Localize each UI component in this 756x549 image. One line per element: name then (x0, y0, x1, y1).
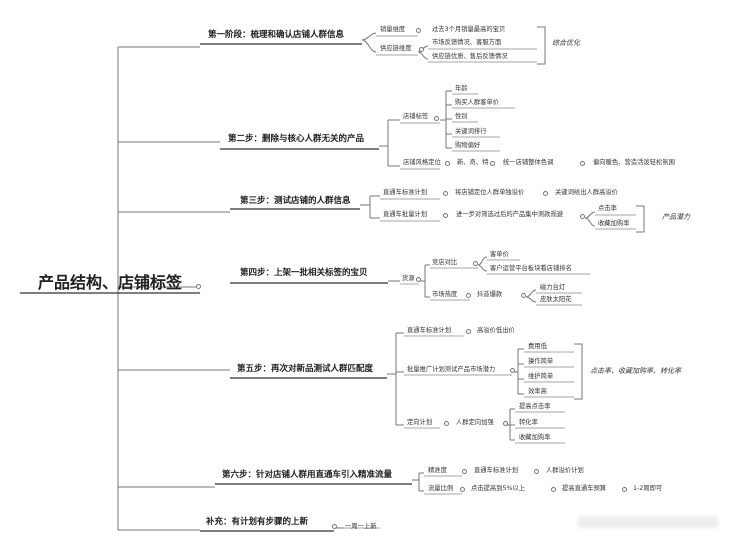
s6-precision: 精准度 (428, 467, 447, 474)
s5-std-desc: 高溢价低出价 (477, 327, 515, 334)
s5-crowd-2: 转化率 (519, 419, 538, 426)
step7-title: 补充：有计划有步骤的上新 (206, 517, 309, 527)
root-collapse-handle[interactable] (196, 284, 201, 289)
s7-weekly: 一周一上新 (345, 523, 377, 530)
s6-std-dot (534, 469, 539, 474)
s3-std-desc-dot (543, 191, 548, 196)
s4-source-toggle[interactable] (416, 277, 421, 282)
s4-source: 货源 (402, 275, 415, 282)
s3-batch-desc: 进一步对筛选过后的产品集中测款规避 (456, 211, 564, 218)
s5-note: 点击率、收藏加购率、转化率 (590, 367, 681, 375)
s4-unit-price: 客单价 (490, 251, 509, 258)
s1-supply-dimension: 供应链维度 (380, 45, 412, 52)
s6-flow-ratio: 流量比例 (428, 485, 454, 492)
step4-title: 第四步：上架一批相关标签的宝贝 (240, 268, 368, 278)
s3-batch-toggle[interactable] (443, 213, 448, 218)
s1-supply-feedback: 供应链优质、售后反馈情况 (432, 53, 508, 60)
s6-flow-dot (460, 487, 465, 492)
s5-target-plan: 定向计划 (407, 419, 433, 426)
step5-title: 第五步：再次对新品测试人群匹配度 (237, 364, 374, 374)
s1-sales-dimension: 销量维度 (380, 26, 406, 33)
s3-std-keyword: 关键词给出人群高溢价 (555, 189, 618, 196)
s2-age: 年龄 (455, 85, 468, 92)
s5-target-dot (444, 421, 449, 426)
s2-style-toggle[interactable] (445, 161, 450, 166)
s4-compare-toggle[interactable] (473, 261, 478, 266)
s4-light: 磁力台灯 (540, 284, 566, 291)
s2-keywords: 关键词排行 (455, 128, 487, 135)
s1-sales-desc: 过去3个月销量最高的宝贝 (432, 26, 506, 33)
s1-sales-toggle[interactable] (416, 28, 421, 33)
s6-ctr-dot (551, 487, 556, 492)
s3-std-toggle[interactable] (443, 191, 448, 196)
s1-market-feedback: 市场反馈情况、客服方面 (432, 39, 502, 46)
s5-benefit-3: 维护简单 (528, 373, 554, 380)
s5-batch-test: 批量推广计划测试产品市场潜力 (407, 366, 496, 373)
s2-preference: 购物偏好 (455, 142, 481, 149)
s4-compare: 竞店对比 (432, 259, 458, 266)
s1-note: 综合优化 (552, 39, 580, 47)
s5-benefit-4: 效率高 (528, 388, 547, 395)
s5-crowd-toggle[interactable] (503, 421, 508, 426)
s4-heat-dot (466, 293, 471, 298)
s3-fav: 收藏加购率 (598, 220, 630, 227)
s6-cycle: 1-2周即可 (633, 485, 663, 492)
s5-crowd-3: 收藏加购率 (519, 434, 551, 441)
step2-title: 第二步：删除与核心人群无关的产品 (228, 134, 365, 144)
s6-standard-plan: 直通车标准计划 (474, 467, 519, 474)
step1-title: 第一阶段：梳理和确认店铺人群信息 (208, 30, 345, 40)
s3-batch-desc-dot[interactable] (580, 214, 585, 219)
s5-crowd-boost: 人群定向加强 (456, 419, 494, 426)
s2-tags-toggle[interactable] (434, 116, 439, 121)
s1-supply-toggle[interactable] (419, 47, 424, 52)
s6-budget: 提高直通车预算 (562, 485, 607, 492)
s5-benefit-2: 操作简单 (528, 358, 554, 365)
s2-style-b: 统一店铺整体色调 (503, 159, 554, 166)
s6-precision-dot (462, 469, 467, 474)
blurred-watermark (578, 516, 718, 528)
step6-title: 第六步：针对店铺人群用直通车引入精准流量 (222, 470, 393, 480)
s6-budget-dot (622, 487, 627, 492)
s2-shop-tags: 店铺标签 (403, 113, 429, 120)
s5-crowd-1: 提高点击率 (519, 403, 551, 410)
s7-toggle[interactable] (332, 524, 337, 529)
s5-batch-toggle[interactable] (510, 368, 515, 373)
s2-price: 购买人群客单价 (455, 99, 500, 106)
s5-benefit-1: 费用低 (528, 343, 547, 350)
s3-note: 产品潜力 (662, 213, 690, 221)
s4-heat: 市场热度 (432, 291, 458, 298)
s2-style-b-dot (580, 161, 585, 166)
s4-douyin-toggle[interactable] (521, 293, 526, 298)
s3-std-desc: 将店铺定位人群单独溢价 (455, 189, 525, 196)
s4-douyin: 抖音爆款 (477, 291, 503, 298)
s4-detail-rank: 客户运营平台板块看店铺排名 (490, 265, 572, 272)
root-topic: 产品结构、店铺标签 (38, 273, 183, 292)
s5-std-dot (466, 329, 471, 334)
s6-crowd-premium: 人群溢价计划 (546, 467, 584, 474)
s4-sun: 皮肤太阳花 (540, 296, 572, 303)
s3-ctr: 点击率 (598, 205, 617, 212)
s6-ctr-target: 点击提高到5%以上 (471, 485, 526, 492)
s3-batch-plan: 直通车批量计划 (383, 211, 428, 218)
s2-gender: 性别 (455, 113, 468, 120)
s3-standard-plan: 直通车标准计划 (383, 189, 428, 196)
s2-style-a: 新、奇、特 (457, 159, 489, 166)
step3-title: 第三步：测试店铺的人群信息 (240, 196, 351, 206)
s2-style-c: 偏向暖色、营造活泼轻松氛围 (593, 159, 675, 166)
s5-standard-plan: 直通车标准计划 (407, 327, 452, 334)
s2-style-a-dot (490, 161, 495, 166)
s2-style: 店铺风格定位 (403, 159, 441, 166)
